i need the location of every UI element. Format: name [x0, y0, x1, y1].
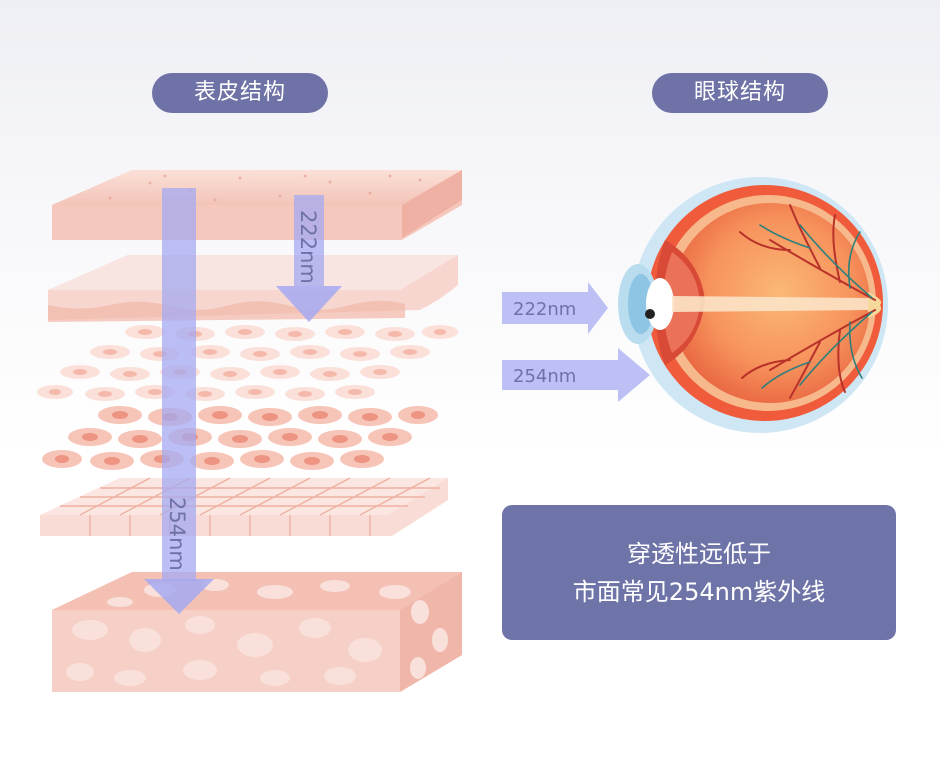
skin-structure-title: 表皮结构 [152, 73, 328, 113]
info-line-2: 市面常见254nm紫外线 [573, 573, 825, 611]
skin-layer-second [48, 255, 458, 322]
eye-structure [618, 177, 888, 433]
skin-arrow-254nm-label: 254nm [165, 497, 189, 571]
skin-layer-dermis [52, 572, 462, 692]
info-box: 穿透性远低于 市面常见254nm紫外线 [502, 505, 896, 640]
eye-arrow-254nm-label: 254nm [513, 366, 576, 387]
eye-arrow-222nm-label: 222nm [513, 299, 576, 320]
skin-structure: 222nm 254nm [37, 170, 462, 692]
skin-cell-layer-upper [37, 325, 458, 401]
skin-arrow-222nm-label: 222nm [296, 210, 320, 284]
eye-pupil [645, 309, 655, 319]
skin-layer-top [52, 170, 462, 240]
eye-lens [646, 278, 674, 330]
skin-cell-layer-lower [42, 406, 438, 470]
info-line-1: 穿透性远低于 [627, 535, 771, 573]
eye-structure-title: 眼球结构 [652, 73, 828, 113]
skin-layer-grid [40, 478, 448, 536]
